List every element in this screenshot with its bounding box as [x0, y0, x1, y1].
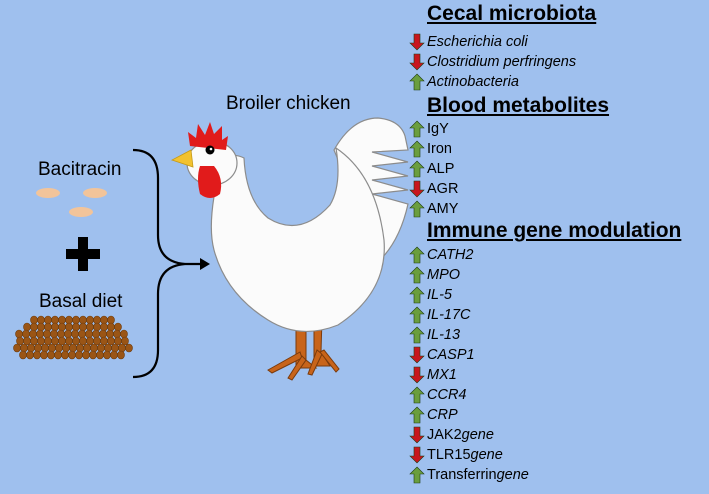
effect-label: Iron — [427, 140, 452, 157]
diet-pellet — [103, 350, 111, 360]
diet-pellet — [61, 350, 69, 360]
up-arrow-icon — [409, 286, 425, 303]
effect-suffix: gene — [470, 446, 503, 463]
effect-row: IL-17C — [409, 305, 471, 324]
up-arrow-icon — [409, 266, 425, 283]
up-arrow-icon — [409, 246, 425, 263]
effect-row: MPO — [409, 265, 460, 284]
up-arrow-icon — [409, 140, 425, 157]
down-arrow-icon — [409, 180, 425, 197]
effect-row: AGR — [409, 179, 458, 198]
effect-suffix: gene — [461, 426, 494, 443]
effect-row: Clostridium perfringens — [409, 52, 576, 71]
down-arrow-icon — [409, 446, 425, 463]
effect-row: ALP — [409, 159, 454, 178]
effect-row: IL-5 — [409, 285, 452, 304]
effect-row: Escherichia coli — [409, 32, 528, 51]
up-arrow-icon — [409, 160, 425, 177]
down-arrow-icon — [409, 426, 425, 443]
diet-pellet — [75, 350, 83, 360]
broiler-chicken-label: Broiler chicken — [226, 93, 351, 114]
effect-label: CATH2 — [427, 246, 474, 263]
effect-row: CATH2 — [409, 245, 473, 264]
effect-label: IL-13 — [427, 326, 461, 343]
diet-pellet — [33, 350, 41, 360]
section-heading: Immune gene modulation — [427, 219, 682, 242]
effect-row: CASP1 — [409, 345, 475, 364]
bacitracin-pills-icon — [36, 188, 107, 217]
effect-label: IL-17C — [427, 306, 471, 323]
diet-pellet — [110, 350, 118, 360]
effect-row: Transferrin gene — [409, 465, 529, 484]
section-heading: Cecal microbiota — [427, 2, 597, 25]
effect-label: MPO — [427, 266, 461, 283]
effect-label: CRP — [427, 406, 458, 423]
effect-label: ALP — [427, 160, 455, 177]
effect-row: MX1 — [409, 365, 457, 384]
diet-pellet — [13, 343, 21, 353]
effect-row: CRP — [409, 405, 458, 424]
diet-pellet — [117, 350, 125, 360]
effect-row: JAK2 gene — [409, 425, 494, 444]
effect-label: IgY — [427, 120, 449, 137]
up-arrow-icon — [409, 73, 425, 90]
effect-label: CCR4 — [427, 386, 467, 403]
down-arrow-icon — [409, 53, 425, 70]
bracket — [132, 148, 186, 379]
effect-label: Escherichia coli — [427, 33, 528, 50]
up-arrow-icon — [409, 120, 425, 137]
effect-row: IgY — [409, 119, 449, 138]
basal-diet-label: Basal diet — [39, 291, 123, 312]
effect-label: JAK2 — [427, 426, 462, 443]
diet-pellet — [47, 350, 55, 360]
section-heading: Blood metabolites — [427, 94, 610, 117]
effect-row: IL-13 — [409, 325, 460, 344]
up-arrow-icon — [409, 466, 425, 483]
effect-label: Actinobacteria — [427, 73, 519, 90]
bacitracin-label: Bacitracin — [38, 159, 122, 180]
effect-row: AMY — [409, 199, 458, 218]
diet-pellet — [125, 343, 133, 353]
effect-row: Actinobacteria — [409, 72, 519, 91]
diet-pellet — [19, 350, 27, 360]
effect-label: Clostridium perfringens — [427, 53, 577, 70]
diet-pellet — [68, 350, 76, 360]
effect-label: Transferrin — [427, 466, 497, 483]
effect-label: IL-5 — [427, 286, 452, 303]
effect-label: TLR15 — [427, 446, 471, 463]
up-arrow-icon — [409, 406, 425, 423]
effect-label: AGR — [427, 180, 459, 197]
down-arrow-icon — [409, 33, 425, 50]
arrowhead-icon — [200, 258, 210, 270]
basal-diet-icon — [13, 315, 133, 360]
effect-label: MX1 — [427, 366, 457, 383]
up-arrow-icon — [409, 200, 425, 217]
effect-row: TLR15 gene — [409, 445, 503, 464]
effect-label: AMY — [427, 200, 459, 217]
diet-pellet — [54, 350, 62, 360]
diet-pellet — [26, 350, 34, 360]
diet-pellet — [82, 350, 90, 360]
effect-label: CASP1 — [427, 346, 475, 363]
down-arrow-icon — [409, 366, 425, 383]
effect-row: Iron — [409, 139, 452, 158]
plus-icon — [66, 237, 100, 271]
effect-suffix: gene — [496, 466, 529, 483]
up-arrow-icon — [409, 386, 425, 403]
diet-pellet — [96, 350, 104, 360]
effect-row: CCR4 — [409, 385, 466, 404]
diet-pellet — [89, 350, 97, 360]
diet-pellet — [40, 350, 48, 360]
up-arrow-icon — [409, 306, 425, 323]
up-arrow-icon — [409, 326, 425, 343]
chicken-icon — [170, 117, 409, 381]
down-arrow-icon — [409, 346, 425, 363]
